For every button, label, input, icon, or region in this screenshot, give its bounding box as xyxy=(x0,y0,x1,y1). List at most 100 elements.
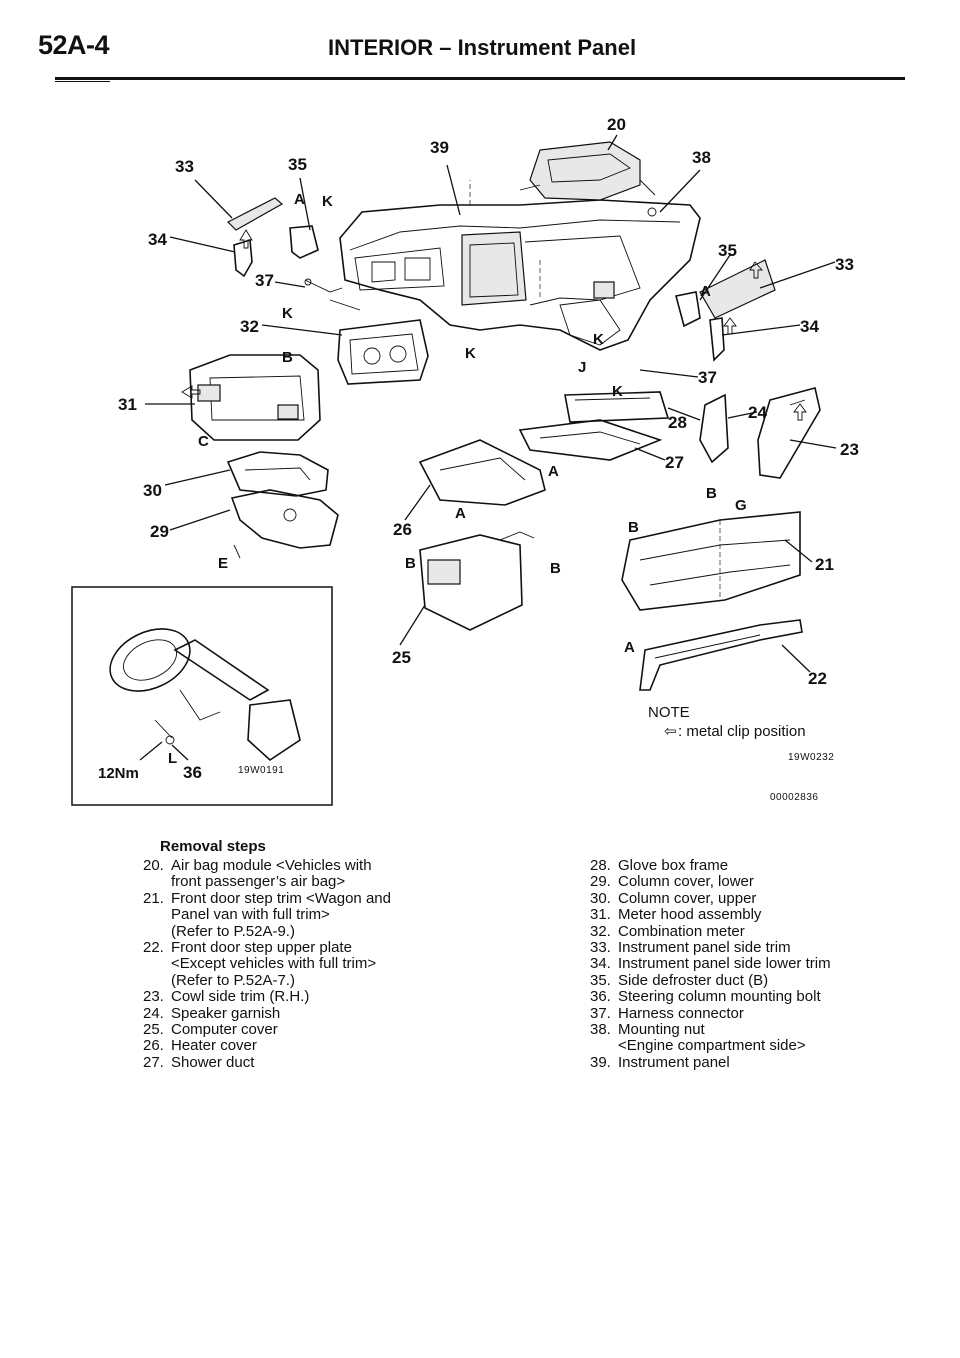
step-text: Meter hood assembly xyxy=(618,906,762,924)
step-text: Side defroster duct (B) xyxy=(618,971,769,989)
step-text: Instrument panel xyxy=(618,1053,730,1071)
fastener-letter-B: B xyxy=(282,349,293,366)
fastener-letter-J: J xyxy=(578,359,586,376)
list-item: 31.Meter hood assembly xyxy=(590,906,920,924)
metal-clip-icon: ⇦ xyxy=(664,723,677,740)
figure-code: 19W0232 xyxy=(788,752,834,763)
callout-24: 24 xyxy=(748,403,767,422)
step-number: 33. xyxy=(590,939,611,957)
step-text: Speaker garnish xyxy=(171,1004,281,1022)
step-number: 26. xyxy=(143,1037,164,1055)
center-covers-drawing xyxy=(418,439,546,631)
step-number: 30. xyxy=(590,889,611,907)
step-text: Mounting nut <Engine compartment side> xyxy=(618,1021,806,1055)
callout-leader-lines xyxy=(139,134,837,761)
callout-31: 31 xyxy=(118,395,137,414)
step-number: 23. xyxy=(143,988,164,1006)
step-text: Column cover, lower xyxy=(618,873,754,891)
list-item: 23.Cowl side trim (R.H.) xyxy=(143,988,473,1006)
callout-26: 26 xyxy=(393,520,412,539)
fastener-letter-B: B xyxy=(405,555,416,572)
step-text: Front door step upper plate <Except vehi… xyxy=(171,939,377,989)
fastener-letter-A: A xyxy=(624,639,635,656)
callout-35-right: 35 xyxy=(718,241,737,260)
section-title: INTERIOR – Instrument Panel xyxy=(328,35,637,60)
list-item: 33.Instrument panel side trim xyxy=(590,939,920,957)
callout-27: 27 xyxy=(665,453,684,472)
fastener-letter-K: K xyxy=(282,305,293,322)
door-step-trim-drawing xyxy=(621,511,801,611)
steering-column-drawing xyxy=(109,628,301,762)
list-item: 32. Combination meter xyxy=(590,922,920,940)
column-covers-drawing xyxy=(226,451,339,559)
fastener-letter-C: C xyxy=(198,433,209,450)
removal-steps-right-list: 28.Glove box frame 29.Column cover, lowe… xyxy=(590,857,920,1071)
step-number: 36. xyxy=(590,988,611,1006)
fastener-letter-L: L xyxy=(168,750,177,767)
fastener-letter-K: K xyxy=(593,331,604,348)
step-number: 38. xyxy=(590,1021,611,1039)
step-number: 24. xyxy=(143,1004,164,1022)
list-item: 38. Mounting nut <Engine compartment side… xyxy=(590,1021,920,1055)
step-text: Harness connector xyxy=(618,1004,744,1022)
steering-column-inset-frame xyxy=(71,586,333,806)
step-number: 34. xyxy=(590,955,611,973)
combination-meter-drawing xyxy=(337,319,429,385)
step-number: 32. xyxy=(590,922,611,940)
meter-hood-drawing xyxy=(189,354,321,441)
step-text: Shower duct xyxy=(171,1053,255,1071)
step-number: 20. xyxy=(143,857,164,874)
removal-steps-heading: Removal steps xyxy=(160,838,266,855)
list-item: 39. Instrument panel xyxy=(590,1053,920,1071)
callout-37-left: 37 xyxy=(255,271,274,290)
step-text: Instrument panel side lower trim xyxy=(618,955,831,973)
fastener-letter-K: K xyxy=(612,383,623,400)
list-item: 21.Front door step trim <Wagon and Panel… xyxy=(143,889,473,940)
list-item: 35. Side defroster duct (B) xyxy=(590,971,920,989)
exploded-parts-diagram: 20 39 38 33 35 34 37 32 31 30 29 26 25 3… xyxy=(71,115,859,806)
step-text: Air bag module <Vehicles with front pass… xyxy=(171,857,372,891)
step-number: 28. xyxy=(590,857,611,874)
callout-20: 20 xyxy=(607,115,626,134)
step-number: 21. xyxy=(143,889,164,907)
header-rule xyxy=(55,77,905,80)
step-text: Combination meter xyxy=(618,922,745,940)
list-item: 20. Air bag module <Vehicles with front p… xyxy=(143,857,473,891)
step-number: 35. xyxy=(590,971,611,989)
list-item: 37. Harness connector xyxy=(590,1004,920,1022)
fastener-letter-G: G xyxy=(735,497,747,514)
header-rule-accent xyxy=(55,81,110,82)
fastener-letter-A: A xyxy=(294,191,305,208)
list-item: 36. Steering column mounting bolt xyxy=(590,988,920,1006)
callout-32: 32 xyxy=(240,317,259,336)
note-heading: NOTE xyxy=(648,704,690,721)
step-number: 29. xyxy=(590,873,611,891)
fastener-letter-A: A xyxy=(455,505,466,522)
fastener-letter-A: A xyxy=(700,283,711,300)
fastener-letter-K: K xyxy=(322,193,333,210)
callout-37-right: 37 xyxy=(698,368,717,387)
step-number: 39. xyxy=(590,1053,611,1071)
note-clip-legend: ⇦: metal clip position xyxy=(648,722,806,741)
callout-28: 28 xyxy=(668,413,687,432)
callout-30: 30 xyxy=(143,481,162,500)
callout-36: 36 xyxy=(183,763,202,782)
step-number: 25. xyxy=(143,1021,164,1039)
step-number: 37. xyxy=(590,1004,611,1022)
callout-29: 29 xyxy=(150,522,169,541)
callout-25: 25 xyxy=(392,648,411,667)
fastener-letter-B: B xyxy=(550,560,561,577)
callout-34-left: 34 xyxy=(148,230,167,249)
step-text: Heater cover xyxy=(171,1037,257,1055)
door-step-plate-drawing xyxy=(639,619,803,691)
list-item: 24. Speaker garnish xyxy=(143,1004,473,1022)
callout-23: 23 xyxy=(840,440,859,459)
callout-33-left: 33 xyxy=(175,157,194,176)
callout-21: 21 xyxy=(815,555,834,574)
right-trims-drawing xyxy=(699,387,821,479)
inset-figure-code: 19W0191 xyxy=(238,765,284,776)
fastener-letter-B: B xyxy=(628,519,639,536)
step-text: Steering column mounting bolt xyxy=(618,988,821,1006)
left-side-trim-drawing xyxy=(226,197,361,311)
step-text: Computer cover xyxy=(171,1021,278,1039)
